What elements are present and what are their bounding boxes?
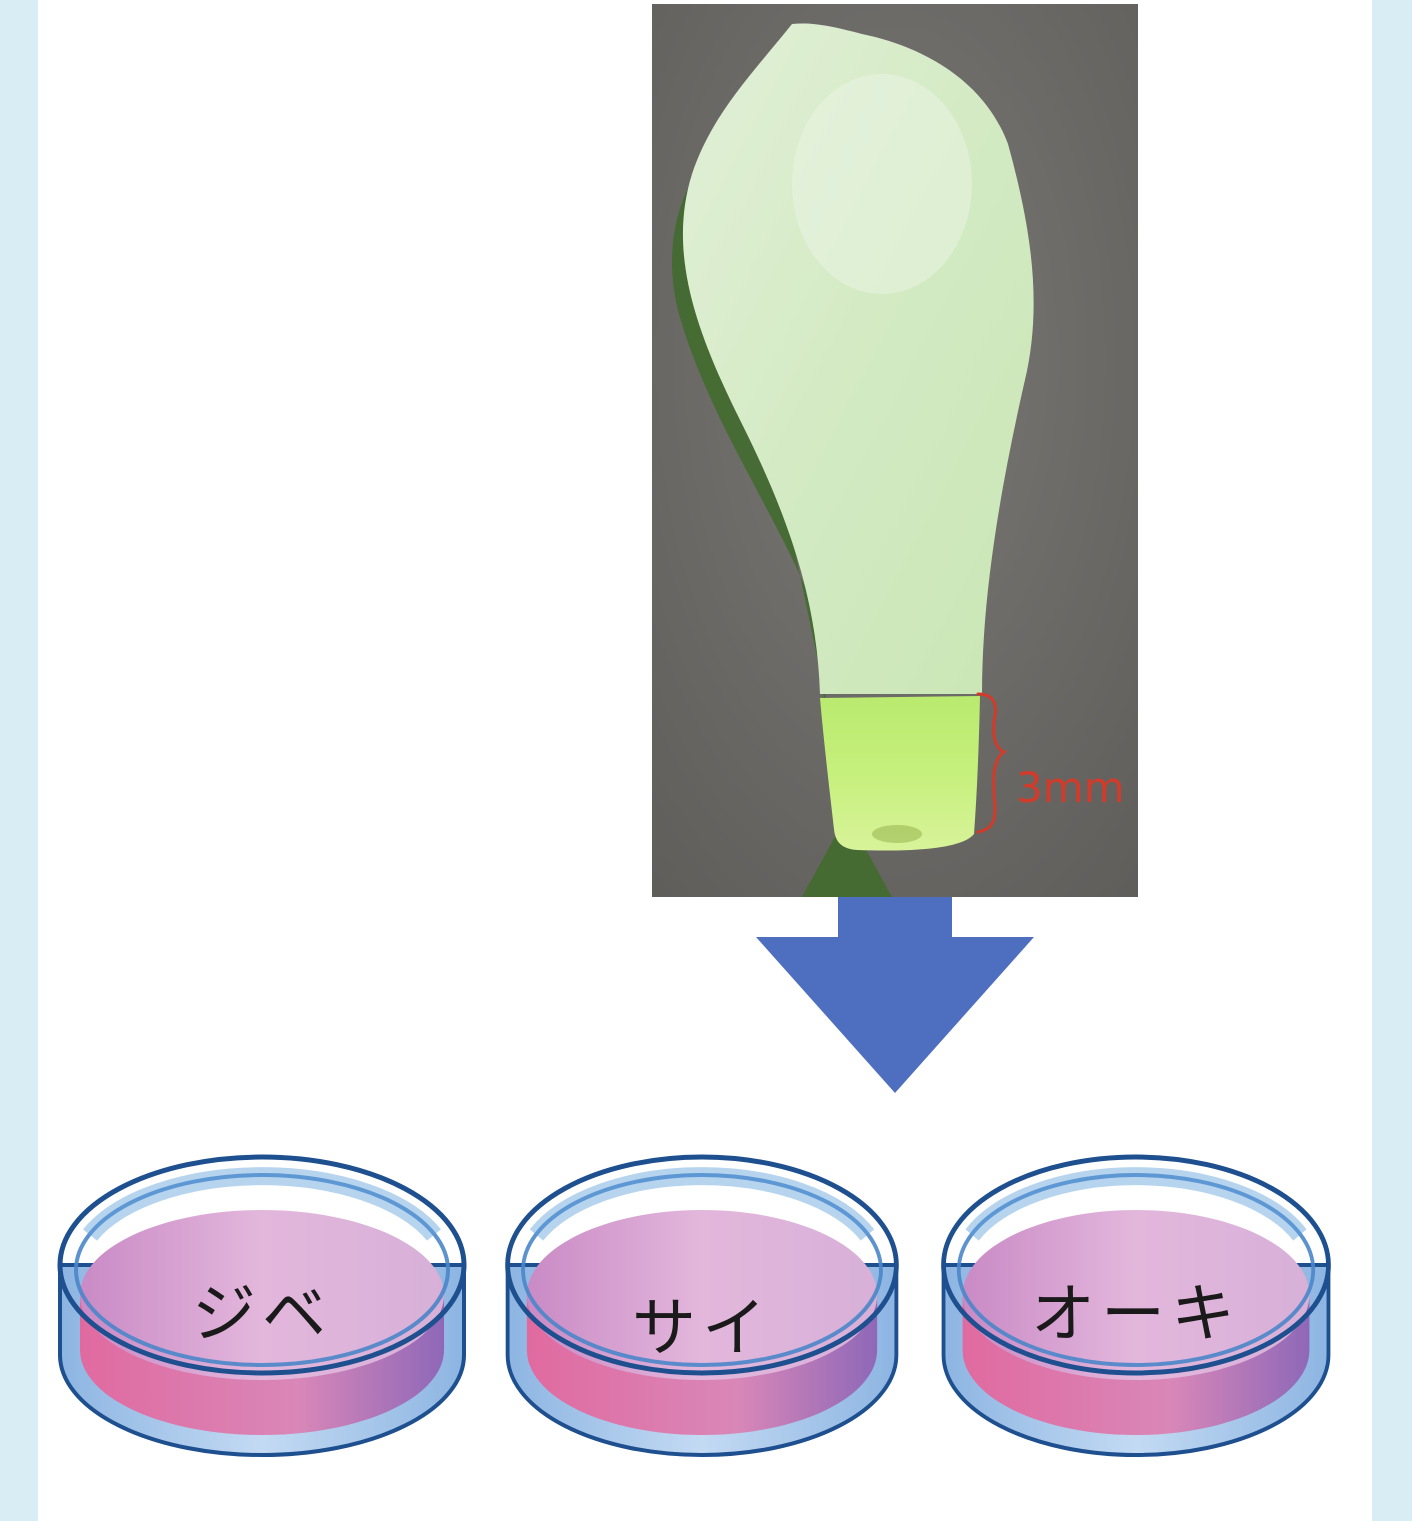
petri-dish-1: ジベ [50, 1125, 474, 1465]
down-arrow-icon [756, 897, 1034, 1093]
figure-panel: 3mm [38, 0, 1372, 1521]
measure-label: 3mm [1016, 763, 1125, 812]
leaf-cut-surface [872, 825, 922, 843]
petri-dish-3: オーキ [934, 1125, 1338, 1465]
petri-dish-graphic [498, 1125, 906, 1465]
petri-dish-graphic [934, 1125, 1338, 1465]
leaf-highlight [792, 74, 972, 294]
petri-dish-2: サイ [498, 1125, 906, 1465]
petri-dish-graphic [50, 1125, 474, 1465]
leaf-photo: 3mm [652, 4, 1138, 897]
